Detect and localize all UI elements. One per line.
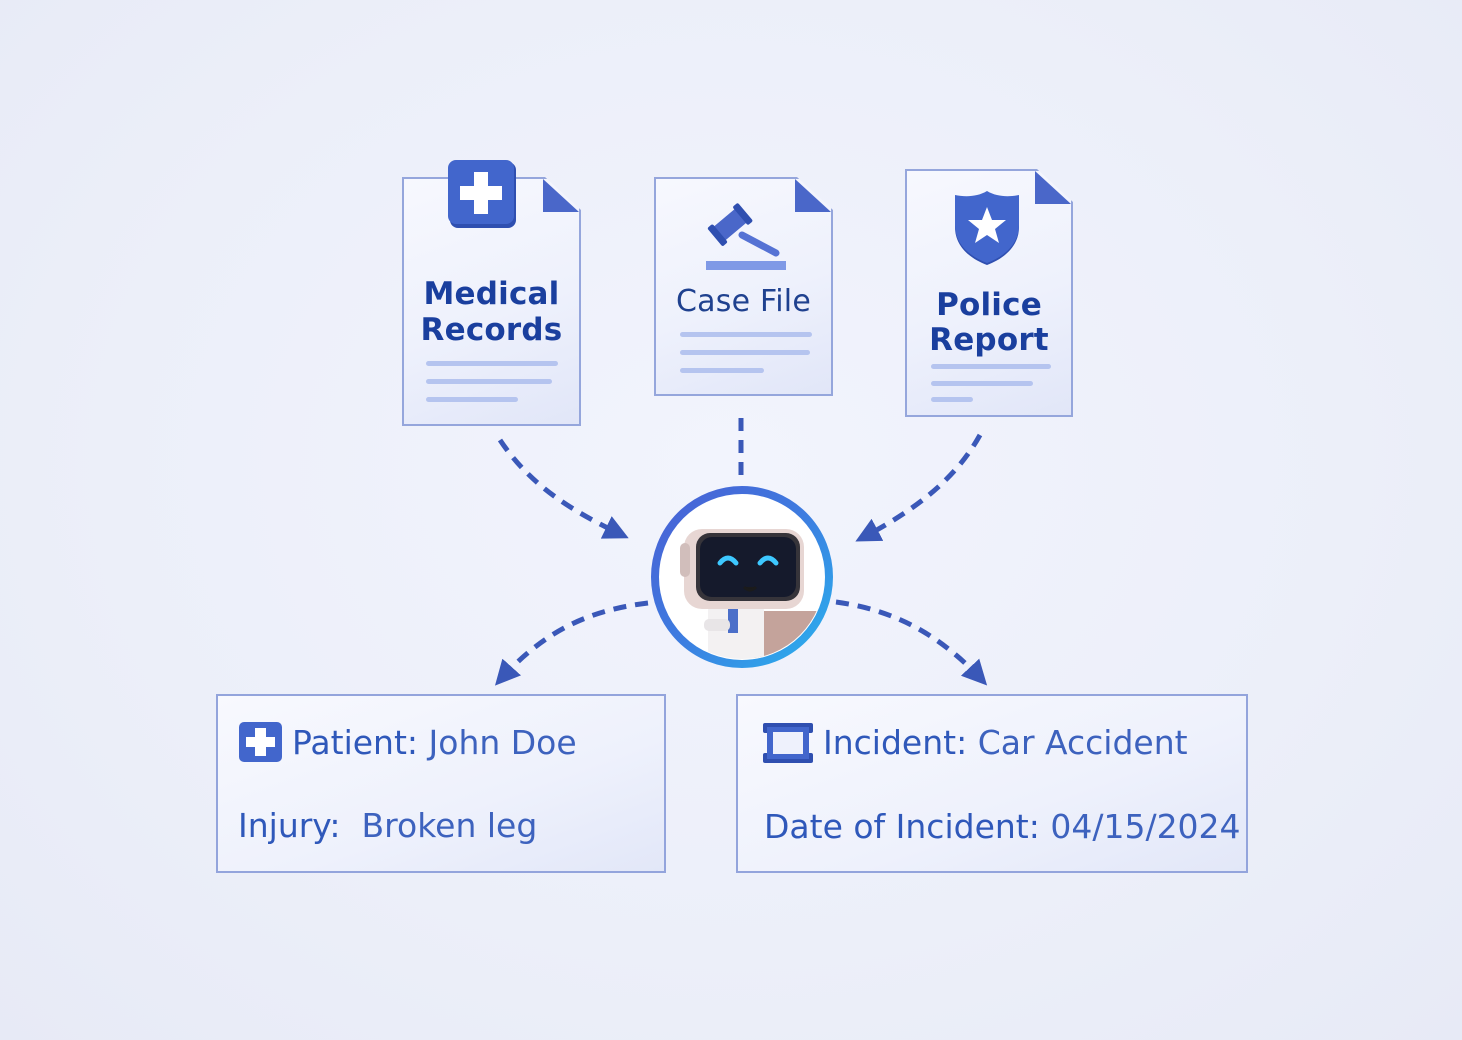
medical-records-document: Medical Records — [402, 177, 581, 426]
text-line — [931, 381, 1033, 386]
case-file-document: Case File — [654, 177, 833, 396]
patient-label: Patient: — [292, 723, 419, 762]
arrow-police-to-robot — [855, 433, 983, 542]
patient-value: John Doe — [428, 723, 577, 762]
patient-card: Patient: John Doe Injury: Broken leg — [216, 694, 666, 873]
injury-line: Injury: Broken leg — [238, 806, 537, 845]
police-report-title-line2: Report — [929, 322, 1049, 358]
incident-label: Incident: — [823, 723, 968, 762]
text-line — [426, 397, 518, 402]
page-fold-icon — [543, 179, 579, 212]
incident-line: Incident: Car Accident — [823, 723, 1188, 762]
medical-records-title-line1: Medical — [423, 276, 560, 312]
page-fold-icon — [1035, 171, 1071, 204]
police-report-title-line1: Police — [936, 287, 1042, 323]
arrow-robot-to-patient — [494, 600, 649, 686]
date-value: 04/15/2024 — [1050, 807, 1241, 846]
injury-label: Injury: — [238, 806, 341, 845]
text-line — [680, 368, 764, 373]
arrow-robot-to-incident — [835, 599, 988, 686]
robot-assistant-icon — [651, 486, 833, 668]
text-line — [680, 350, 810, 355]
date-label: Date of Incident: — [764, 807, 1040, 846]
police-report-document: Police Report — [905, 169, 1073, 417]
medical-cross-icon — [239, 722, 282, 762]
patient-line: Patient: John Doe — [292, 723, 577, 762]
police-badge-icon — [951, 189, 1023, 269]
page-fold-icon — [795, 179, 831, 212]
gavel-icon — [706, 201, 786, 271]
date-line: Date of Incident: 04/15/2024 — [764, 807, 1241, 846]
text-line — [426, 361, 558, 366]
document-icon — [763, 723, 813, 763]
injury-value: Broken leg — [361, 806, 538, 845]
incident-value: Car Accident — [977, 723, 1188, 762]
text-line — [931, 364, 1051, 369]
text-line — [931, 397, 973, 402]
text-line — [426, 379, 552, 384]
medical-records-title-line2: Records — [420, 312, 563, 348]
incident-card: Incident: Car Accident Date of Incident:… — [736, 694, 1248, 873]
case-file-title: Case File — [676, 284, 811, 319]
arrow-medical-to-robot — [497, 438, 629, 539]
text-line — [680, 332, 812, 337]
medical-cross-icon — [448, 160, 516, 228]
